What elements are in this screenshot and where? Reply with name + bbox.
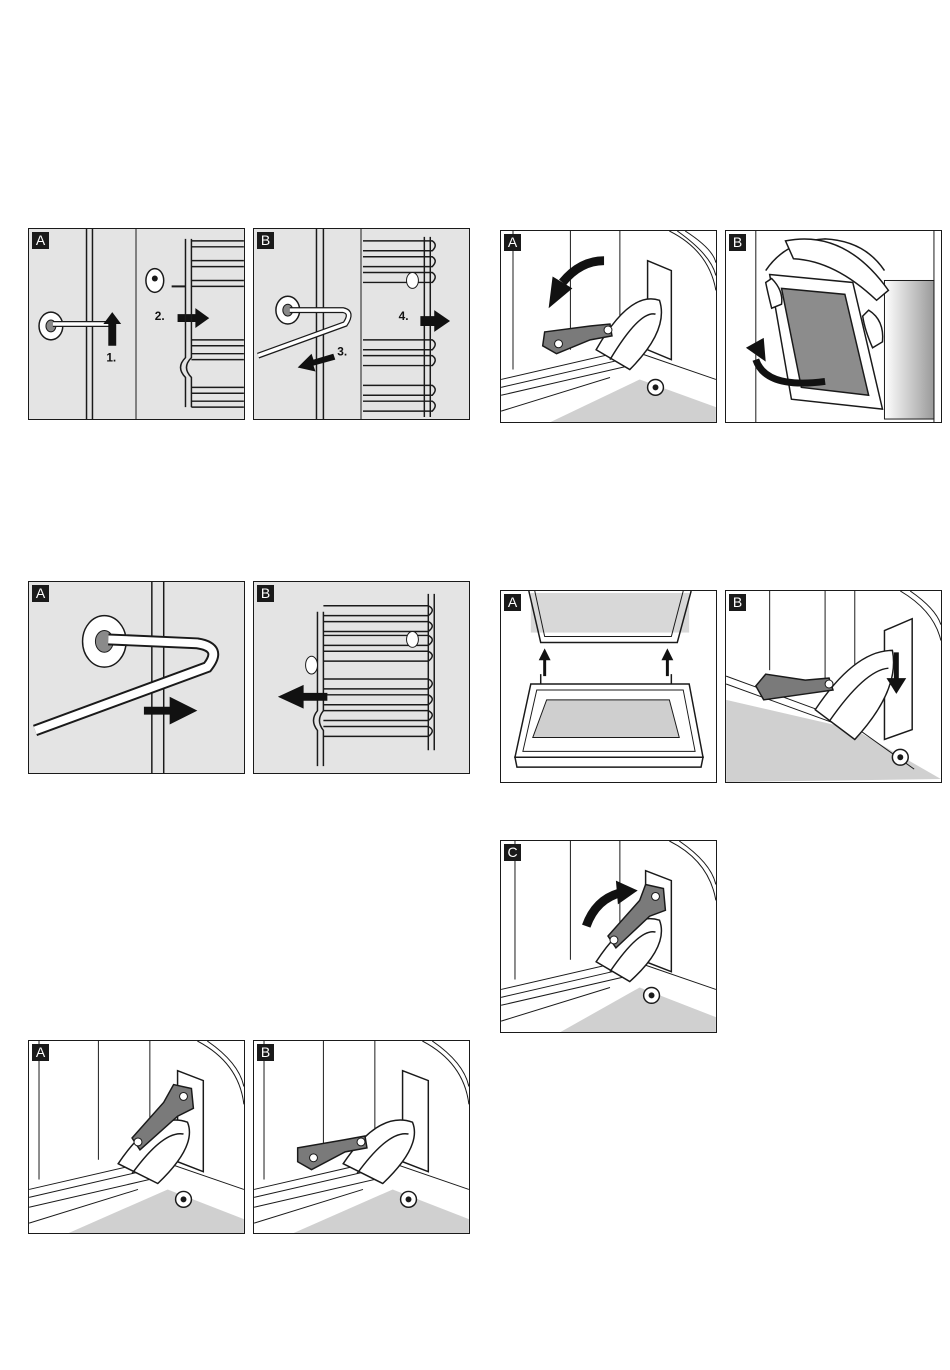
hinge-lever-closed-illustration	[29, 1041, 244, 1233]
hinge-latch-down-illustration	[726, 591, 941, 782]
figure-door-refit-panel-a: A	[500, 590, 717, 783]
shelf-push-in-illustration	[254, 582, 469, 773]
panel-letter: A	[32, 585, 49, 602]
panel-letter: B	[729, 234, 746, 251]
panel-letter: A	[32, 232, 49, 249]
shelf-unhook-illustration: 1. 2.	[29, 229, 244, 419]
figure-shelf-refit-panel-a: A	[28, 581, 245, 774]
panel-letter: A	[504, 234, 521, 251]
hinge-lever-close-illustration	[501, 841, 716, 1032]
figure-door-hinge-lock-panel-a: A	[28, 1040, 245, 1234]
door-lift-off-illustration	[726, 231, 941, 422]
shelf-hook-in-illustration	[29, 582, 244, 773]
step-label-1: 1.	[106, 351, 116, 365]
hinge-lever-open-illustration	[501, 231, 716, 422]
panel-letter: C	[504, 844, 521, 861]
figure-shelf-removal-panel-a: A 1. 2.	[28, 228, 245, 420]
step-label-2: 2.	[155, 309, 165, 323]
figure-door-hinge-lock-panel-b: B	[253, 1040, 470, 1234]
panel-letter: A	[504, 594, 521, 611]
panel-letter: A	[32, 1044, 49, 1061]
panel-letter: B	[729, 594, 746, 611]
panel-letter: B	[257, 232, 274, 249]
figure-shelf-removal-panel-b: B 3. 4.	[253, 228, 470, 420]
door-hang-on-illustration	[501, 591, 716, 782]
panel-letter: B	[257, 585, 274, 602]
figure-door-refit-panel-b: B	[725, 590, 942, 783]
step-label-3: 3.	[337, 345, 347, 359]
panel-letter: B	[257, 1044, 274, 1061]
shelf-pull-illustration: 3. 4.	[254, 229, 469, 419]
figure-door-refit-panel-c: C	[500, 840, 717, 1033]
step-label-4: 4.	[399, 309, 409, 323]
figure-shelf-refit-panel-b: B	[253, 581, 470, 774]
hinge-lever-open-illustration	[254, 1041, 469, 1233]
figure-door-hinge-unlock-panel-b: B	[725, 230, 942, 423]
figure-door-hinge-unlock-panel-a: A	[500, 230, 717, 423]
